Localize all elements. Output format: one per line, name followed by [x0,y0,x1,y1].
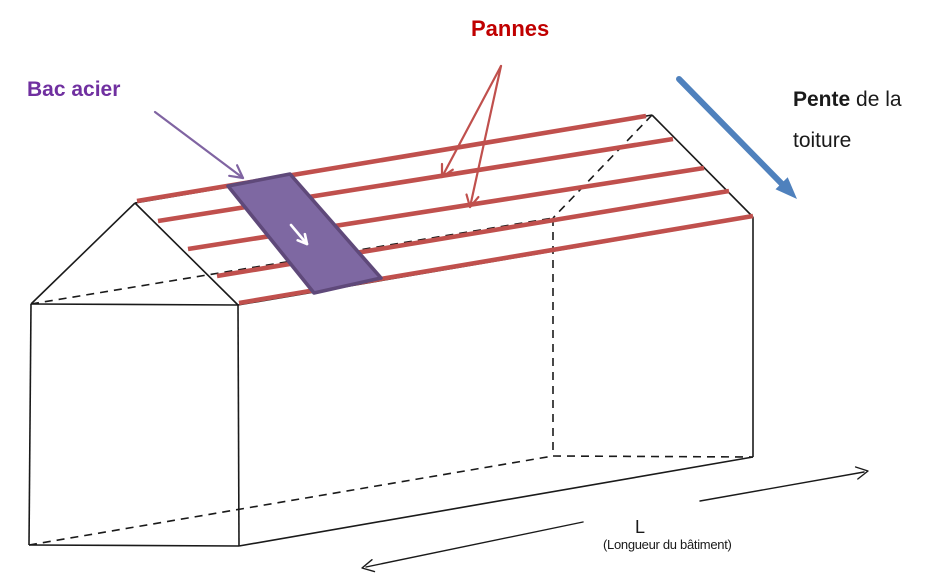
length-symbol: L [635,517,646,537]
purlins [136,113,754,306]
pente-label-rest: de la [850,88,902,111]
purlin-line [136,113,647,204]
down-slope-arrow-icon [289,223,309,246]
pente-label-line2: toiture [793,129,852,152]
length-dimension-arrow [361,466,869,573]
bac-acier-label: Bac acier [27,78,121,101]
length-caption: (Longueur du bâtiment) [603,537,732,552]
pente-toiture-label: Pente de la toiture [793,79,902,161]
pannes-pointer-arrows [440,64,503,209]
purlin-line [157,136,674,224]
bac-acier-pointer-arrow [153,110,245,180]
slope-direction-arrow [676,76,797,199]
pente-label-bold: Pente [793,88,851,111]
pannes-label: Pannes [471,16,550,41]
